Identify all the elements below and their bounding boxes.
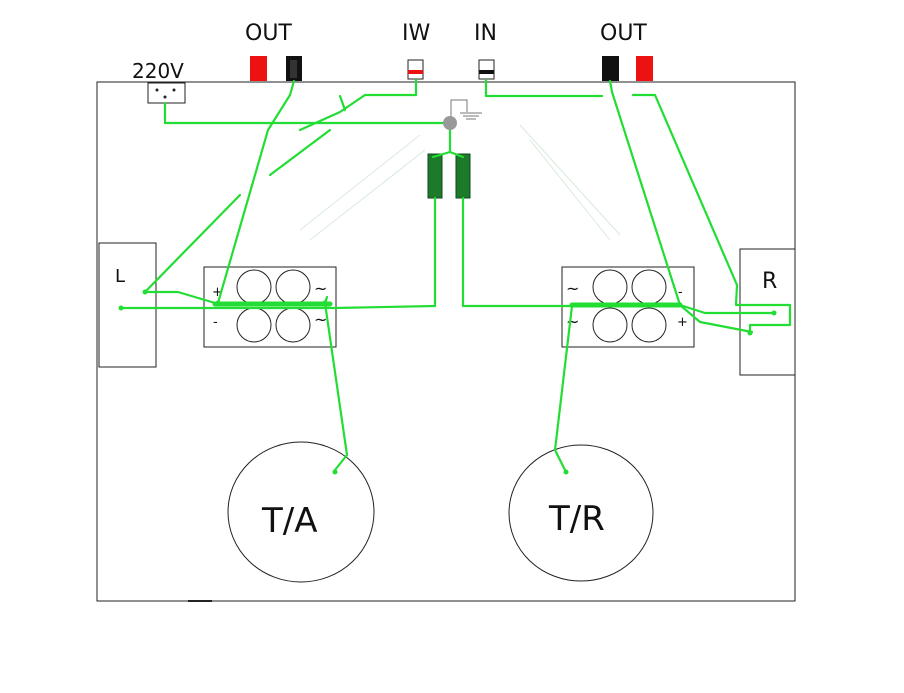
amp-board-right-label: R (762, 269, 777, 294)
capacitor-left (427, 153, 443, 199)
wire-junctions (118, 289, 777, 475)
out-right-black-terminal (602, 56, 619, 81)
out-left-label: OUT (245, 21, 292, 46)
input-left-label: IW (402, 21, 430, 46)
ground-symbol-icon (450, 99, 482, 123)
out-left-black-terminal-inner (290, 60, 297, 78)
right-board-ac-bottom: ~ (566, 312, 579, 331)
left-board-plus: + (212, 285, 223, 300)
amp-board-left (98, 242, 157, 368)
out-right-red-terminal (636, 56, 653, 81)
right-board-ac-top: ~ (566, 279, 579, 298)
input-left-jack (407, 59, 424, 80)
left-board-ac-bottom: ~ (314, 310, 327, 329)
out-right-label: OUT (600, 21, 647, 46)
mains-socket (147, 82, 186, 104)
right-board-plus: + (677, 315, 688, 330)
left-board-minus: - (213, 315, 218, 330)
mains-label: 220V (132, 59, 184, 83)
right-board-minus: - (678, 285, 683, 300)
ground-node (443, 116, 457, 130)
input-right-jack (478, 59, 495, 80)
input-right-label: IN (474, 21, 497, 46)
ghost-strokes (299, 124, 621, 241)
wire-harness (119, 78, 792, 474)
toroid-right-label: T/R (548, 499, 605, 539)
toroid-left-label: T/A (261, 501, 317, 541)
capacitor-right (455, 153, 471, 199)
out-left-red-terminal (250, 56, 267, 81)
toroid-right (508, 444, 654, 582)
amp-board-left-label: L (115, 266, 125, 287)
left-board-ac-top: ~ (314, 279, 327, 298)
toroid-left (227, 441, 375, 583)
